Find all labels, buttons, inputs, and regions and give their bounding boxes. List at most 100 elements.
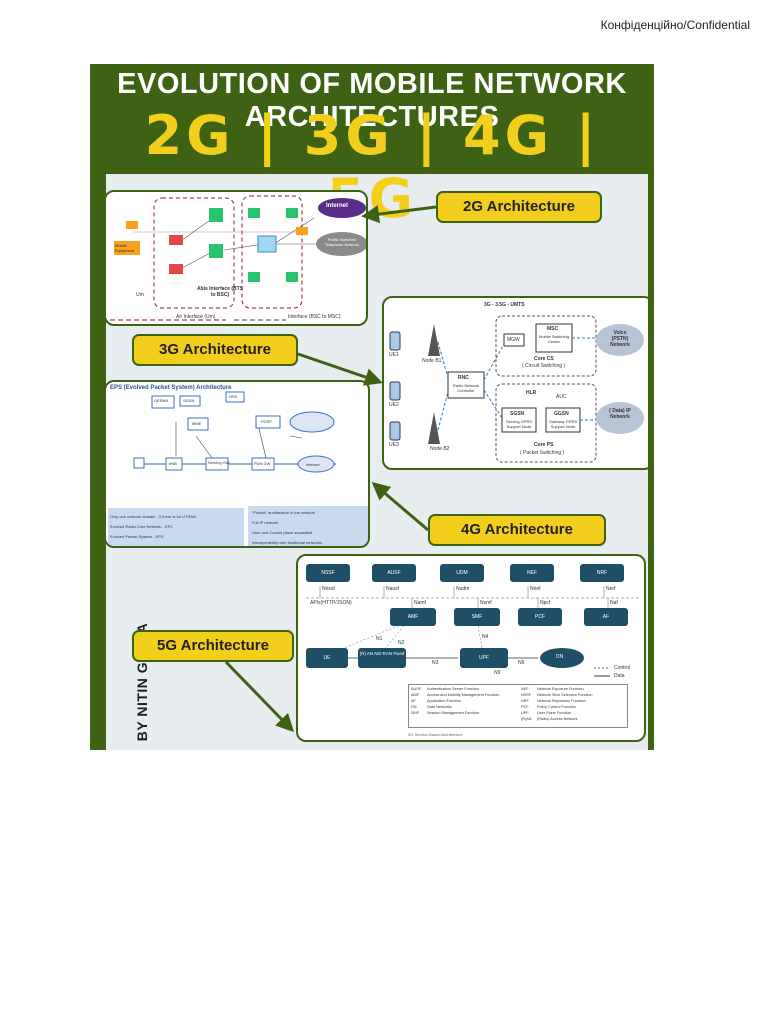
left-bar: [96, 174, 106, 750]
db-green: [286, 272, 298, 282]
internet-label: Internet: [326, 203, 349, 209]
label-2g-text: 2G Architecture: [463, 198, 575, 215]
msc-cube: [257, 235, 277, 253]
if-nudm: Nudm: [456, 586, 470, 592]
pstn-label: Public Switched Telephone Network: [324, 237, 360, 247]
hlr-label: HLR: [526, 390, 537, 396]
voice-cloud: [596, 324, 644, 356]
pcrf-label: PCRF: [261, 419, 272, 424]
sgw-label: Serving GW: [208, 460, 230, 465]
internet-cloud: [318, 198, 366, 218]
n1-link: [333, 625, 399, 653]
bullets-left-bg: [108, 508, 244, 546]
core-cs-label: Core CS: [534, 356, 554, 362]
data-cloud: [596, 402, 644, 434]
label-4g-text: 4G Architecture: [461, 521, 573, 538]
panel-4g: EPS (Evolved Packet System) Architecture…: [104, 380, 370, 548]
label-3g-text: 3G Architecture: [159, 341, 271, 358]
n6-label: N6: [518, 660, 525, 666]
phone-ue1: [389, 331, 401, 351]
diagram-5g: [306, 586, 640, 677]
label-4g: 4G Architecture: [428, 514, 606, 546]
pstn-cloud: [316, 232, 366, 256]
bullet-right-1: "Packet" architecture in the network: [252, 510, 316, 515]
diagram-3g: [389, 315, 644, 463]
ggsn-box: [545, 407, 581, 433]
phone-ue2: [389, 381, 401, 401]
if-naf: Naf: [610, 600, 618, 606]
core-ps-sub-label: ( Packet Switching ): [520, 450, 565, 456]
sgsn-label: SGSN: [510, 411, 525, 417]
label-5g: 5G Architecture: [132, 630, 294, 662]
air-interface-label: Air Interface (Um): [176, 314, 216, 320]
gw-box: [296, 227, 308, 235]
bullet-right-2: Full IP network: [252, 520, 279, 525]
n3-label: N3: [432, 660, 439, 666]
bullet-left-3: Evolved Packet System - EPS: [110, 534, 164, 539]
bsc-green: [209, 244, 223, 258]
auc-label: AUC: [556, 394, 567, 400]
3g-title: 3G - 3.5G - UMTS: [484, 302, 525, 308]
sgsn-box: [179, 395, 201, 407]
n9-label: N9: [494, 670, 501, 676]
label-3g: 3G Architecture: [132, 334, 298, 366]
dn-label: DN: [556, 654, 564, 660]
ue3-label: UE3: [389, 442, 399, 448]
ggsn-sub-label: Gateway GPRS Support Node: [548, 419, 578, 429]
nf-amf: AMF: [390, 608, 436, 626]
link: [195, 435, 213, 459]
if-nsmf: Nsmf: [480, 600, 492, 606]
enb-box: [165, 457, 183, 471]
geran-label: GERAN: [154, 398, 169, 403]
sgsn-sub-label: Serving GPRS Support Node: [505, 419, 532, 429]
arrow-4g: [371, 482, 429, 532]
pgw-label: PDN GW: [254, 461, 271, 466]
bsc-msc-interface-label: Interface (BSC to MSC): [288, 314, 341, 320]
4g-title: EPS (Evolved Packet System) Architecture: [110, 385, 232, 391]
panel-2g: Internet Public Switched Telephone Netwo…: [104, 190, 368, 326]
db-green: [248, 272, 260, 282]
um-label: Um: [136, 292, 144, 298]
bullets-right-bg: [248, 506, 368, 546]
if-npcf: Npcf: [540, 600, 551, 606]
n2-link: [381, 625, 405, 653]
bullet-left-1: Only one network domain - 5 there is for…: [110, 514, 197, 519]
bss-boundary: [153, 197, 235, 309]
apis-label: APIs(HTTP/JSON): [310, 600, 352, 606]
hss-label: HSS: [229, 394, 238, 399]
enb-label: eNB: [169, 461, 177, 466]
panel-5g: NSSF AUSF UDM NEF NRF Nnssf Nausf Nudm N…: [296, 554, 646, 742]
ue-box: [133, 457, 145, 469]
internet-cloud: [297, 455, 335, 473]
label-5g-text: 5G Architecture: [157, 637, 269, 654]
if-nnssf: Nnssf: [322, 586, 335, 592]
ue1-label: UE1: [389, 352, 399, 358]
core-cs-box: [495, 315, 597, 377]
diagram-2g: [110, 195, 366, 321]
nf-ausf: AUSF: [372, 564, 416, 582]
4g-bullets-right: "Packet" architecture in the network Ful…: [252, 508, 366, 546]
rnc-box: [447, 371, 485, 399]
upf-node: UPF: [460, 648, 508, 668]
link: [483, 389, 503, 419]
gloss-row: (R)AN(Radio) Access Network: [521, 717, 578, 721]
n4-label: N4: [482, 634, 489, 640]
mme-label: MME: [192, 421, 202, 426]
confidential-label: Конфіденційно/Confidential: [600, 18, 750, 32]
nf-af: AF: [584, 608, 628, 626]
pgw-box: [251, 457, 275, 471]
5g-caption: 5G Service-Based Architecture: [408, 732, 463, 737]
core-cs-sub-label: ( Circuit Switching ): [522, 363, 566, 369]
dn-cloud: [540, 648, 584, 668]
title-banner: EVOLUTION OF MOBILE NETWORK ARCHITECTURE…: [96, 64, 648, 230]
ue2-label: UE2: [389, 402, 399, 408]
n1-label: N1: [376, 636, 383, 642]
tower-nodeb2: [428, 412, 440, 444]
